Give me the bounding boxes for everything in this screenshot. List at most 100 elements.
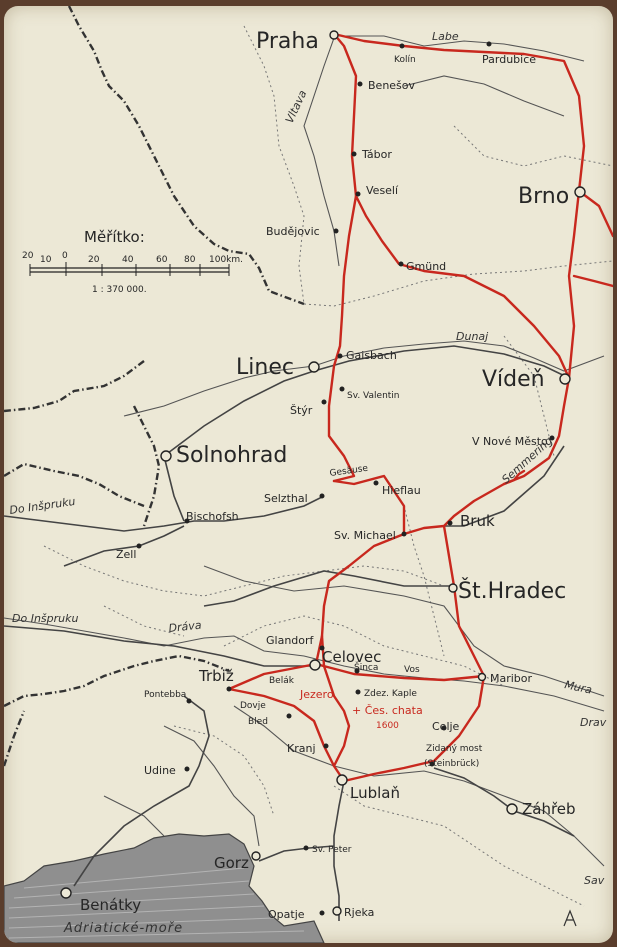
label-kranj: Kranj <box>287 742 316 755</box>
scale-ratio: 1 : 370 000. <box>92 285 147 295</box>
label-dunaj: Dunaj <box>456 330 489 343</box>
city-marker-solnohrad <box>160 450 172 462</box>
railway-michael-celovec <box>314 532 406 666</box>
label-zell: Zell <box>116 548 136 561</box>
label-hieflau: Hieflau <box>382 484 421 497</box>
city-marker-hieflau <box>373 480 379 486</box>
city-marker-brno <box>574 186 586 198</box>
city-marker-celovec <box>309 659 321 671</box>
scale-tick-0: 20 <box>22 251 34 261</box>
scale-tick-1: 10 <box>40 255 52 265</box>
city-marker-pontebba <box>186 698 192 704</box>
road-salzburg-selzthal <box>4 495 325 532</box>
city-marker-budejovice <box>333 228 339 234</box>
city-marker-zdez-kaple <box>355 689 361 695</box>
signature-mark <box>563 909 577 927</box>
label-zidani-most: Zidaný most <box>426 744 483 754</box>
city-marker-gaisbach <box>337 353 343 359</box>
scale-tick-3: 20 <box>88 255 100 265</box>
road-udine <box>73 695 210 887</box>
label-st-hradec: Št.Hradec <box>458 578 566 604</box>
label-lublan: Lublaň <box>350 784 400 802</box>
label-solnohrad: Solnohrad <box>176 443 287 468</box>
label-udine: Udine <box>144 764 176 777</box>
label-steinbruck: (Steinbrück) <box>424 759 479 769</box>
railway-maribor-ljubljana <box>342 674 486 783</box>
label-brno: Brno <box>518 184 569 209</box>
city-marker-zidani-most <box>429 761 435 767</box>
label-bled: Bled <box>248 717 268 727</box>
city-marker-praha <box>329 30 339 40</box>
city-marker-zahreb <box>506 803 518 815</box>
city-marker-benatky <box>60 887 72 899</box>
label-sinca: Šinca <box>354 661 378 673</box>
railway-jezero-trail <box>320 634 351 768</box>
label-sea: Adriatické-moře <box>63 921 183 936</box>
label-gaisbach: Gaisbach <box>346 349 397 362</box>
state-border-italy <box>4 654 230 767</box>
railway-gesause <box>332 474 406 536</box>
scale-title: Měřítko: <box>84 228 145 246</box>
province-borders <box>43 25 613 907</box>
label-selzthal: Selzthal <box>264 492 308 505</box>
label-benatky: Benátky <box>80 896 141 914</box>
railway-praha-brno <box>332 32 586 380</box>
river-vltava <box>303 37 340 267</box>
label-kolin: Kolín <box>394 55 416 65</box>
city-marker-zell <box>136 543 142 549</box>
city-marker-bischofsh <box>184 518 190 524</box>
label-vos: Vos <box>404 665 420 675</box>
state-border-bohemia <box>67 6 305 306</box>
road-linz-vienna <box>163 345 570 457</box>
city-marker-bruk <box>447 520 453 526</box>
scale-tick-2: 0 <box>62 251 68 261</box>
label-celje: Celje <box>432 720 460 733</box>
label-jezero: Jezero <box>299 688 334 701</box>
city-marker-sv-peter <box>303 845 309 851</box>
label-drava-2: Drav <box>580 716 607 729</box>
label-gorz: Gorz <box>214 854 249 872</box>
railway-trbiz-maribor <box>227 662 486 691</box>
road-bruk-graz-south <box>203 445 565 607</box>
city-marker-benesov <box>357 81 363 87</box>
label-rjeka: Rjeka <box>344 906 374 919</box>
city-marker-selzthal <box>319 493 325 499</box>
railway-brno-loop <box>572 189 613 288</box>
city-marker-sv-michael <box>401 531 407 537</box>
city-marker-gmund <box>398 261 404 267</box>
label-celovec: Celovec <box>322 648 381 666</box>
railway-vienna-bruk <box>402 376 571 536</box>
label-sv-peter: Sv. Peter <box>312 845 352 855</box>
city-marker-pardubice <box>486 41 492 47</box>
scale-ticks <box>29 262 230 276</box>
label-do-insbruku-1: Do Inšpruku <box>9 495 77 517</box>
label-styr: Štýr <box>290 404 313 417</box>
river-dunaj <box>123 340 605 417</box>
label-do-insbruku-2: Do Inšpruku <box>12 612 78 625</box>
label-sv-valentin: Sv. Valentin <box>347 391 400 401</box>
label-viden: Vídeň <box>482 367 545 392</box>
city-marker-rjeka <box>332 906 342 916</box>
river-drava <box>4 617 605 712</box>
river-misc <box>103 75 565 847</box>
city-marker-gorz <box>251 851 261 861</box>
label-bischofsh: Bischofsh <box>186 510 239 523</box>
map-card: Praha Kolín Pardubice Benešov Tábor Vese… <box>4 6 613 943</box>
label-mura: Mura <box>563 678 593 697</box>
scale-tick-7: 100km. <box>209 255 243 265</box>
label-dovje: Dovje <box>240 701 266 711</box>
city-marker-celje <box>441 725 447 731</box>
label-sv-michael: Sv. Michael <box>334 529 396 542</box>
city-marker-st-hradec <box>448 583 458 593</box>
label-pardubice: Pardubice <box>482 53 536 66</box>
city-marker-bled <box>286 713 292 719</box>
city-marker-sv-valentin <box>339 386 345 392</box>
map-canvas: Praha Kolín Pardubice Benešov Tábor Vese… <box>4 6 613 943</box>
city-marker-veseli <box>355 191 361 197</box>
label-tabor: Tábor <box>361 148 392 161</box>
city-marker-styr <box>321 399 327 405</box>
sea-stripes <box>8 867 305 939</box>
label-veseli: Veselí <box>366 184 399 197</box>
label-zdez-kaple: Zdez. Kaple <box>364 689 417 699</box>
river-labe <box>334 35 585 62</box>
